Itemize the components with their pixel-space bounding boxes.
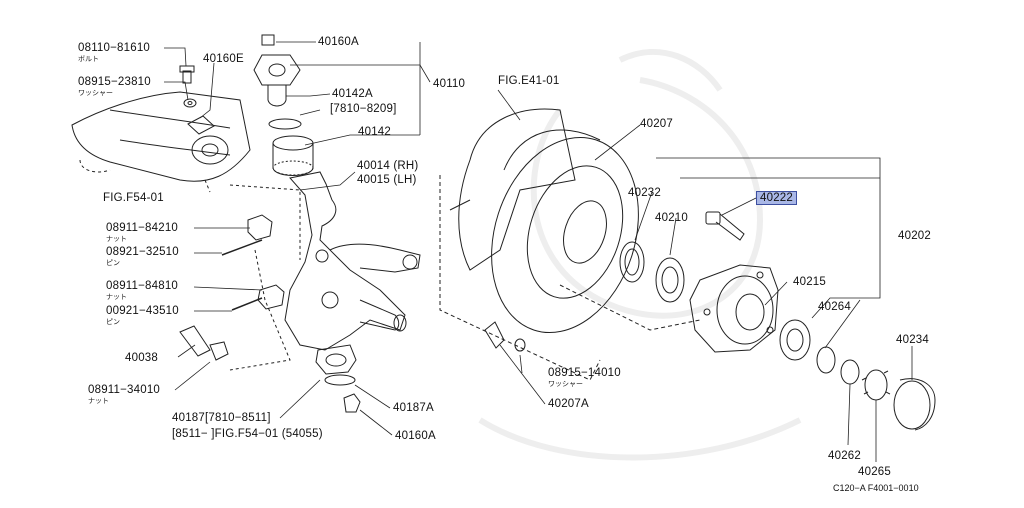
part-label-40015-lh[interactable]: 40015 (LH) bbox=[357, 174, 417, 186]
plate-40160E-part bbox=[187, 115, 215, 135]
dust-shield-part bbox=[449, 108, 576, 271]
part-label-08110-81610[interactable]: 08110−81610 bbox=[78, 42, 151, 54]
part-label-40160E[interactable]: 40160E bbox=[203, 53, 244, 65]
hub-bolt-40222-part bbox=[705, 211, 745, 241]
part-label-40232[interactable]: 40232 bbox=[628, 187, 661, 199]
part-label-40187[interactable]: 40187[7810−8511] bbox=[172, 412, 271, 424]
part-label-40142[interactable]: 40142 bbox=[358, 126, 391, 138]
lower-ball-joint-part bbox=[315, 344, 357, 375]
part-sublabel-bolt: ボルト bbox=[78, 55, 99, 63]
part-sublabel-nut-2: ナット bbox=[106, 293, 127, 301]
diagram-code: C120−A F4001−0010 bbox=[833, 483, 919, 493]
washer-08915-14010-part bbox=[514, 338, 526, 352]
part-label-40222-highlighted[interactable]: 40222 bbox=[756, 191, 797, 205]
part-sublabel-pin-2: ピン bbox=[106, 318, 120, 326]
part-label-40234[interactable]: 40234 bbox=[896, 334, 929, 346]
cap-40234-part bbox=[893, 378, 936, 431]
part-label-40202[interactable]: 40202 bbox=[898, 230, 931, 242]
part-label-40262[interactable]: 40262 bbox=[828, 450, 861, 462]
nut-40160A-part bbox=[343, 393, 361, 413]
part-label-08915-23810[interactable]: 08915−23810 bbox=[78, 76, 151, 88]
part-label-08915-14010[interactable]: 08915−14010 bbox=[548, 367, 621, 379]
part-label-40014-rh[interactable]: 40014 (RH) bbox=[357, 160, 419, 172]
part-sublabel-washer: ワッシャー bbox=[78, 89, 113, 97]
part-label-40265[interactable]: 40265 bbox=[858, 466, 891, 478]
part-label-40210[interactable]: 40210 bbox=[655, 212, 688, 224]
part-label-40160A-top[interactable]: 40160A bbox=[318, 36, 359, 48]
bolt-08110-part bbox=[179, 65, 195, 84]
part-sublabel-nut: ナット bbox=[106, 235, 127, 243]
part-label-40187-fig[interactable]: [8511− ]FIG.F54−01 (54055) bbox=[172, 428, 323, 440]
pin-08921-part bbox=[221, 239, 263, 256]
washer-08915-part bbox=[183, 98, 197, 108]
nut-08911-84210-part bbox=[247, 214, 273, 241]
part-label-40160A-bottom[interactable]: 40160A bbox=[395, 430, 436, 442]
bearing-40210-part bbox=[655, 257, 685, 303]
steering-knuckle-part bbox=[284, 171, 421, 351]
part-label-40187A[interactable]: 40187A bbox=[393, 402, 434, 414]
nut-08911-84810-part bbox=[257, 284, 285, 310]
figure-ref-F54[interactable]: FIG.F54-01 bbox=[103, 192, 164, 204]
part-label-40142A-range: [7810−8209] bbox=[330, 103, 397, 115]
part-sublabel-washer-2: ワッシャー bbox=[548, 380, 583, 388]
nut-08911-34010-part bbox=[209, 341, 229, 361]
part-label-08921-32510[interactable]: 08921−32510 bbox=[106, 246, 179, 258]
control-arm-part bbox=[71, 91, 251, 193]
ring-40142A-part bbox=[268, 118, 302, 130]
part-label-08911-34010[interactable]: 08911−34010 bbox=[88, 384, 161, 396]
bearing-40215-part bbox=[779, 319, 811, 361]
seal-40232-part bbox=[619, 241, 645, 283]
part-sublabel-nut-3: ナット bbox=[88, 397, 109, 405]
ball-joint-part bbox=[253, 34, 301, 107]
part-label-08911-84210[interactable]: 08911−84210 bbox=[106, 222, 179, 234]
part-label-40110[interactable]: 40110 bbox=[433, 78, 466, 90]
brake-rotor-part bbox=[491, 129, 639, 334]
pin-00921-part bbox=[231, 297, 263, 311]
part-label-08911-84810[interactable]: 08911−84810 bbox=[106, 280, 179, 292]
part-sublabel-pin: ピン bbox=[106, 259, 120, 267]
lock-40265-part bbox=[861, 369, 891, 401]
hub-40202-part bbox=[689, 264, 779, 353]
part-label-40207A[interactable]: 40207A bbox=[548, 398, 589, 410]
bolt-40038-part bbox=[179, 325, 211, 357]
ring-40187A-part bbox=[324, 374, 356, 386]
figure-ref-E41[interactable]: FIG.E41-01 bbox=[498, 75, 560, 87]
part-label-40038[interactable]: 40038 bbox=[125, 352, 158, 364]
washer-40264-part bbox=[816, 346, 836, 374]
part-label-40142A[interactable]: 40142A bbox=[332, 88, 373, 100]
part-label-40215[interactable]: 40215 bbox=[793, 276, 826, 288]
part-label-00921-43510[interactable]: 00921−43510 bbox=[106, 305, 179, 317]
nut-40262-part bbox=[840, 359, 860, 385]
part-label-40207[interactable]: 40207 bbox=[640, 118, 673, 130]
bolt-40207A-part bbox=[484, 321, 505, 349]
watermark bbox=[478, 49, 802, 461]
bushing-40142-part bbox=[272, 135, 314, 176]
part-label-40264[interactable]: 40264 bbox=[818, 301, 851, 313]
